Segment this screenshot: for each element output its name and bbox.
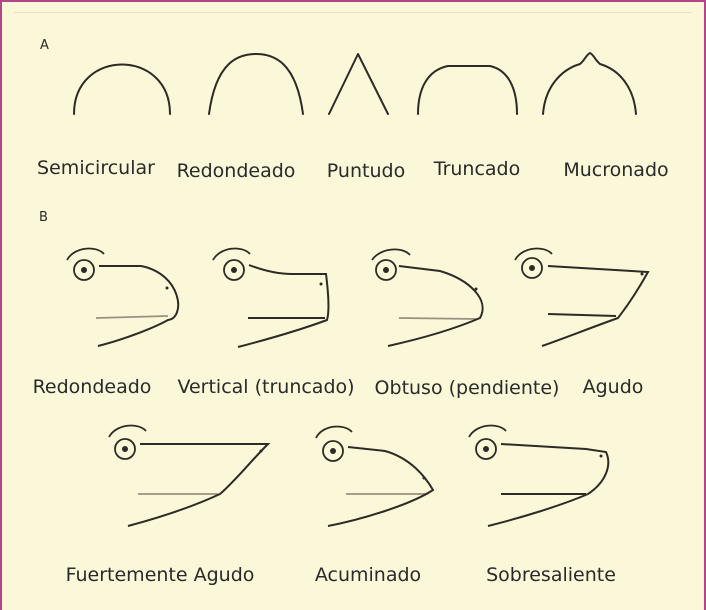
section-b-letter: B [39,210,48,225]
label-fuertemente-agudo: Fuertemente Agudo [65,564,255,586]
label-vertical: Vertical (truncado) [177,376,355,398]
label-acuminado: Acuminado [314,564,422,586]
label-puntudo: Puntudo [326,160,406,182]
label-obtuso: Obtuso (pendiente) [374,377,560,399]
rounded-snout-outline [208,53,304,115]
frog-head-profile-vertical [212,247,330,348]
mucronate-snout-outline [542,52,637,115]
pointed-snout-outline [328,53,389,115]
frog-head-profile-rounded [66,247,180,347]
section-a-letter: A [40,38,49,53]
label-semicircular: Semicircular [37,157,155,179]
label-agudo: Agudo [582,376,644,398]
frog-head-profile-obtuse [371,248,484,347]
label-mucronado: Mucronado [563,159,669,181]
frog-head-profile-strongly-acute [108,424,271,527]
frame-inner-rule [14,12,692,13]
label-redondeado-a: Redondeado [176,160,296,182]
label-truncado: Truncado [433,158,521,180]
frog-head-profile-acute [514,247,650,347]
truncate-snout-outline [417,65,518,115]
label-redondeado-b: Redondeado [32,376,152,398]
frog-head-profile-protruding [468,424,610,527]
frog-head-profile-acuminate [315,425,435,527]
semicircular-snout-outline [73,63,171,115]
label-sobresaliente: Sobresaliente [486,564,616,586]
